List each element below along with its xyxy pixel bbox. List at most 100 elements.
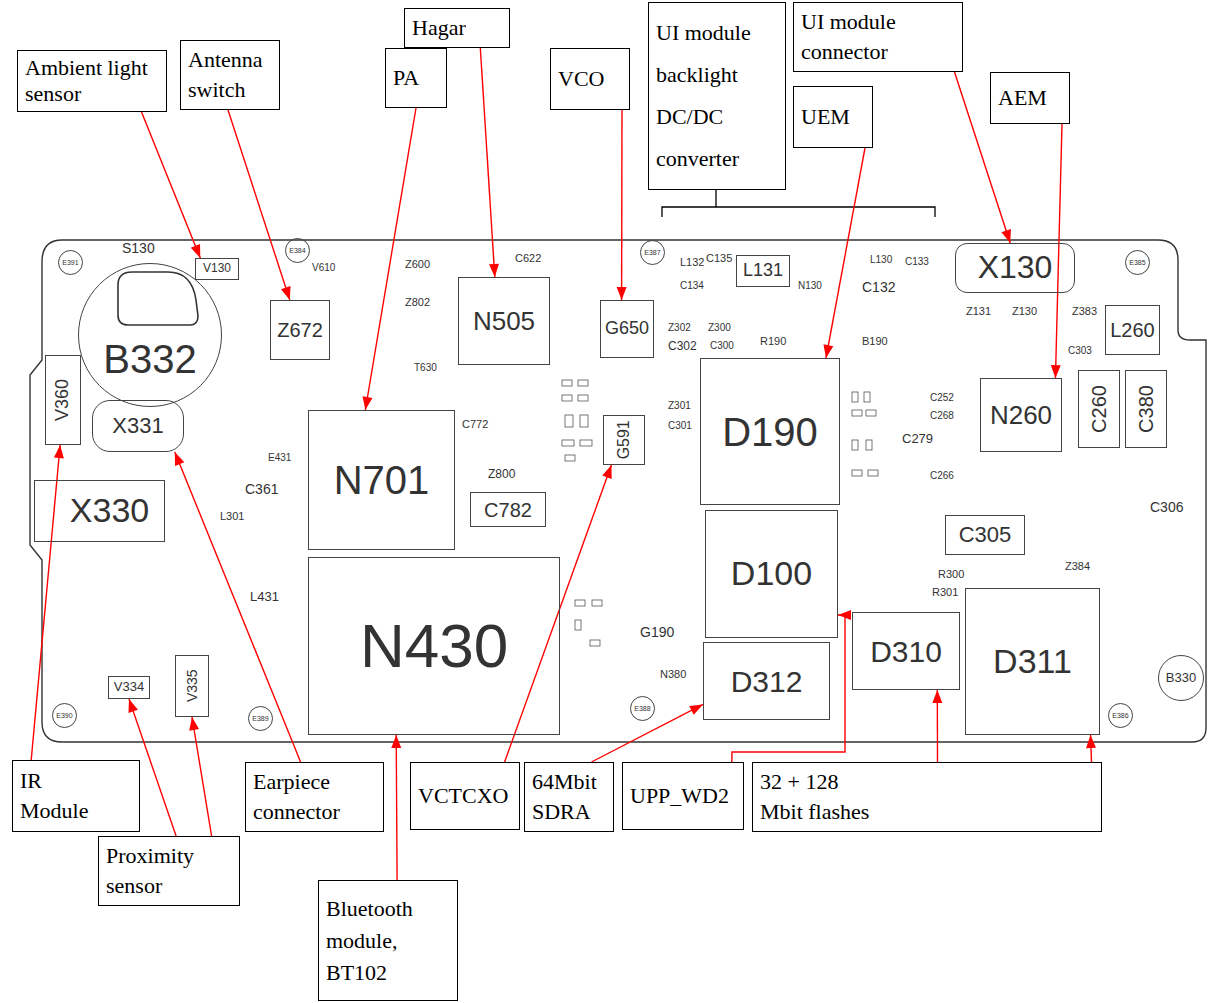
- component-outline: L260: [1105, 305, 1160, 355]
- part-label: Z300: [708, 322, 731, 333]
- component-outline: N430: [308, 557, 560, 735]
- component-outline: N260: [980, 378, 1062, 452]
- mounting-circle: E386: [1108, 703, 1133, 728]
- component-outline: N701: [308, 410, 455, 550]
- pad: [580, 440, 592, 446]
- part-label: C300: [710, 340, 734, 351]
- pad: [578, 395, 588, 401]
- part-label: C622: [515, 252, 541, 264]
- part-label: C266: [930, 470, 954, 481]
- leader-arrow: [823, 148, 865, 358]
- callout-text: UPP_WD2: [630, 782, 729, 810]
- callout-text: Earpiece connector: [253, 767, 376, 827]
- mounting-circle: E390: [52, 703, 77, 728]
- arrow-head: [1051, 365, 1061, 378]
- part-designator: V360: [53, 379, 73, 421]
- callout-box: VCTCXO: [410, 762, 520, 830]
- part-label: E431: [268, 452, 291, 463]
- pad: [852, 470, 862, 476]
- component-outline: D312: [703, 642, 830, 720]
- pad: [852, 440, 858, 450]
- part-designator: E389: [252, 715, 268, 723]
- component-outline: D100: [705, 510, 838, 638]
- callout-text: 32 + 128 Mbit flashes: [760, 767, 880, 827]
- callout-box: Hagar: [404, 8, 510, 48]
- part-designator: E386: [1112, 712, 1128, 720]
- leader-arrow: [175, 452, 301, 762]
- part-label: C361: [245, 482, 278, 497]
- part-designator: E388: [634, 705, 650, 713]
- callout-box: Ambient light sensor: [17, 50, 167, 112]
- leader-arrow: [142, 112, 201, 258]
- part-designator: N260: [990, 401, 1052, 430]
- arrow-head: [54, 445, 64, 458]
- part-label: Z301: [668, 400, 691, 411]
- pad: [575, 600, 585, 606]
- part-designator: V334: [114, 680, 144, 694]
- arrow-head: [191, 244, 200, 258]
- pad: [866, 410, 876, 416]
- component-outline: X330: [34, 480, 165, 542]
- mounting-circle: E385: [1125, 250, 1150, 275]
- pad: [852, 392, 858, 402]
- component-outline: N505: [458, 277, 550, 365]
- part-designator: E390: [56, 712, 72, 720]
- part-designator: D100: [731, 555, 812, 592]
- mounting-circle: E388: [630, 696, 655, 721]
- callout-text: PA: [393, 64, 419, 92]
- part-label: L431: [250, 590, 279, 604]
- part-label: V610: [312, 262, 335, 273]
- pad: [575, 620, 581, 630]
- leader-line: [192, 717, 212, 836]
- callout-box: VCO: [550, 48, 630, 110]
- arrow-head: [823, 344, 833, 358]
- arrow-head: [489, 264, 499, 277]
- pad: [592, 600, 602, 606]
- part-label: Z800: [488, 468, 515, 481]
- component-outline: C305: [945, 515, 1025, 555]
- part-label: C132: [862, 280, 895, 295]
- part-designator: G650: [605, 319, 649, 339]
- callout-box: 64Mbit SDRA: [524, 762, 614, 832]
- part-designator: Z672: [277, 319, 323, 341]
- pad: [562, 395, 572, 401]
- callout-text: Ambient light sensor: [25, 55, 159, 107]
- arrow-head: [175, 452, 185, 466]
- leader-line: [1055, 124, 1062, 378]
- part-designator: L131: [743, 261, 783, 281]
- part-designator: E385: [1129, 259, 1145, 267]
- part-designator: E391: [62, 259, 78, 267]
- callout-text: VCTCXO: [418, 782, 508, 810]
- part-label: C268: [930, 410, 954, 421]
- part-label: T630: [414, 362, 437, 373]
- part-designator: N430: [360, 612, 508, 680]
- arrow-head: [391, 735, 401, 748]
- part-label: C134: [680, 280, 704, 291]
- part-label: N380: [660, 668, 686, 680]
- callout-text: AEM: [998, 84, 1047, 112]
- component-outline: V334: [108, 676, 150, 699]
- part-label: L130: [870, 254, 892, 265]
- component-outline: D190: [700, 358, 840, 505]
- part-designator: N701: [334, 458, 430, 502]
- part-label: C302: [668, 340, 697, 353]
- arrow-head: [1086, 735, 1096, 748]
- component-outline: X331: [92, 400, 184, 452]
- leader-arrow: [228, 110, 291, 300]
- part-label: R301: [932, 586, 958, 598]
- part-designator: X130: [978, 250, 1053, 285]
- part-label: R190: [760, 335, 786, 347]
- part-label: Z130: [1012, 305, 1037, 317]
- pad: [565, 415, 573, 427]
- part-designator: G591: [615, 420, 633, 459]
- part-designator: C305: [959, 523, 1012, 547]
- part-designator: N505: [473, 307, 535, 336]
- callout-box: PA: [385, 48, 447, 108]
- pad: [864, 392, 870, 402]
- part-designator: D311: [993, 643, 1072, 680]
- leader-line: [396, 735, 398, 880]
- arrow-head: [1001, 229, 1011, 243]
- part-label: R300: [938, 568, 964, 580]
- component-outline: G591: [603, 415, 645, 465]
- pad: [562, 440, 574, 446]
